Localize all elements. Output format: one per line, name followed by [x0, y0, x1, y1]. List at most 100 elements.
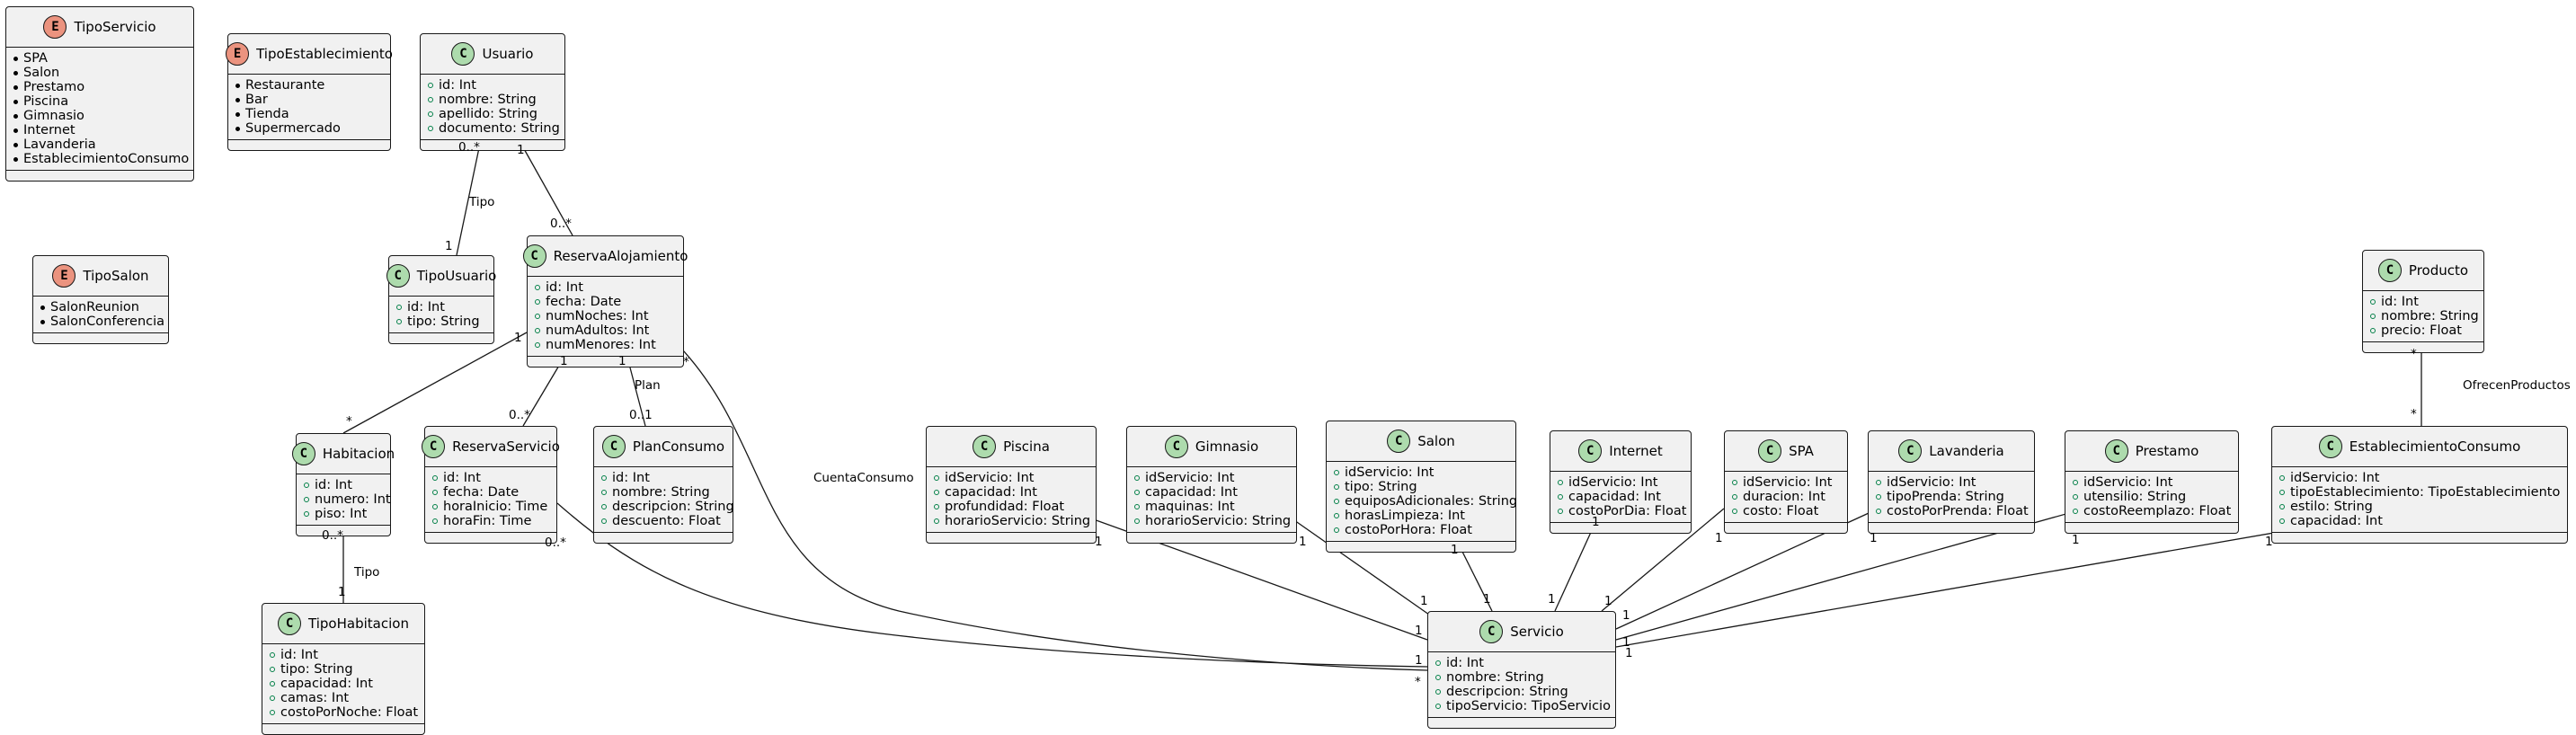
field-text: SalonReunion	[50, 300, 139, 314]
field-row: id: Int	[601, 471, 725, 485]
field-text: horasLimpieza: Int	[1345, 509, 1465, 523]
field-text: horaInicio: Time	[443, 500, 548, 514]
public-visibility-icon	[601, 504, 607, 509]
class-stereotype-icon: C	[2318, 435, 2342, 458]
field-row: costoPorHora: Float	[1334, 523, 1508, 537]
public-visibility-icon	[432, 504, 438, 509]
multiplicity-to: *	[2411, 407, 2417, 421]
field-row: Internet	[13, 123, 186, 137]
methods-compartment	[1428, 718, 1615, 729]
enum-bullet-icon	[235, 97, 240, 102]
public-visibility-icon	[1876, 509, 1881, 514]
relation-label: Tipo	[469, 195, 495, 209]
field-text: id: Int	[612, 471, 650, 485]
field-text: Restaurante	[245, 78, 325, 93]
field-row: capacidad: Int	[270, 677, 417, 691]
class-name: Lavanderia	[1929, 443, 2004, 459]
public-visibility-icon	[535, 342, 540, 348]
field-text: Salon	[23, 66, 60, 80]
multiplicity-to: 0..*	[550, 217, 572, 231]
methods-compartment	[228, 140, 390, 151]
class-divider	[2065, 522, 2238, 523]
field-row: fecha: Date	[535, 295, 676, 309]
field-text: duracion: Int	[1743, 490, 1825, 504]
public-visibility-icon	[1876, 480, 1881, 485]
class-divider	[262, 723, 424, 724]
field-text: nombre: String	[612, 485, 710, 500]
field-text: idServicio: Int	[1145, 471, 1235, 485]
field-text: tipo: String	[280, 662, 353, 677]
field-row: idServicio: Int	[2073, 475, 2231, 490]
field-row: idServicio: Int	[1558, 475, 1683, 490]
class-divider	[528, 356, 683, 357]
class-divider	[1725, 522, 1847, 523]
public-visibility-icon	[535, 314, 540, 319]
class-divider	[262, 643, 424, 644]
multiplicity-to: 1	[1625, 646, 1633, 660]
field-text: Gimnasio	[23, 109, 84, 123]
class-divider	[6, 170, 193, 171]
class-divider	[1127, 532, 1296, 533]
methods-compartment	[262, 724, 424, 735]
field-text: Tienda	[245, 107, 289, 121]
field-row: precio: Float	[2370, 323, 2476, 338]
public-visibility-icon	[270, 695, 275, 701]
class-divider	[594, 466, 733, 467]
field-row: horasLimpieza: Int	[1334, 509, 1508, 523]
public-visibility-icon	[396, 305, 402, 310]
class-divider	[425, 532, 556, 533]
enum-bullet-icon	[13, 156, 18, 162]
class-divider	[228, 139, 390, 140]
field-text: id: Int	[407, 300, 445, 314]
field-text: SPA	[23, 51, 48, 66]
enum-bullet-icon	[235, 83, 240, 88]
public-visibility-icon	[432, 518, 438, 524]
public-visibility-icon	[304, 497, 309, 502]
field-row: maquinas: Int	[1134, 500, 1289, 514]
field-text: descripcion: String	[1446, 685, 1568, 699]
public-visibility-icon	[535, 299, 540, 305]
public-visibility-icon	[1134, 475, 1140, 481]
class-name: Gimnasio	[1195, 438, 1259, 455]
multiplicity-from: 0..*	[322, 528, 343, 543]
multiplicity-from: 1	[1870, 531, 1878, 545]
field-row: id: Int	[270, 648, 417, 662]
field-row: nombre: String	[1435, 670, 1608, 685]
field-row: fecha: Date	[432, 485, 549, 500]
field-row: duracion: Int	[1732, 490, 1840, 504]
field-row: tipo: String	[396, 314, 486, 329]
field-text: tipo: String	[1345, 480, 1417, 494]
field-text: apellido: String	[439, 107, 537, 121]
class-divider	[1869, 471, 2034, 472]
field-row: capacidad: Int	[1558, 490, 1683, 504]
public-visibility-icon	[1334, 470, 1339, 475]
field-text: costoPorPrenda: Float	[1887, 504, 2029, 518]
class-divider	[1327, 461, 1515, 462]
field-row: Restaurante	[235, 78, 383, 93]
field-text: estilo: String	[2290, 500, 2373, 514]
